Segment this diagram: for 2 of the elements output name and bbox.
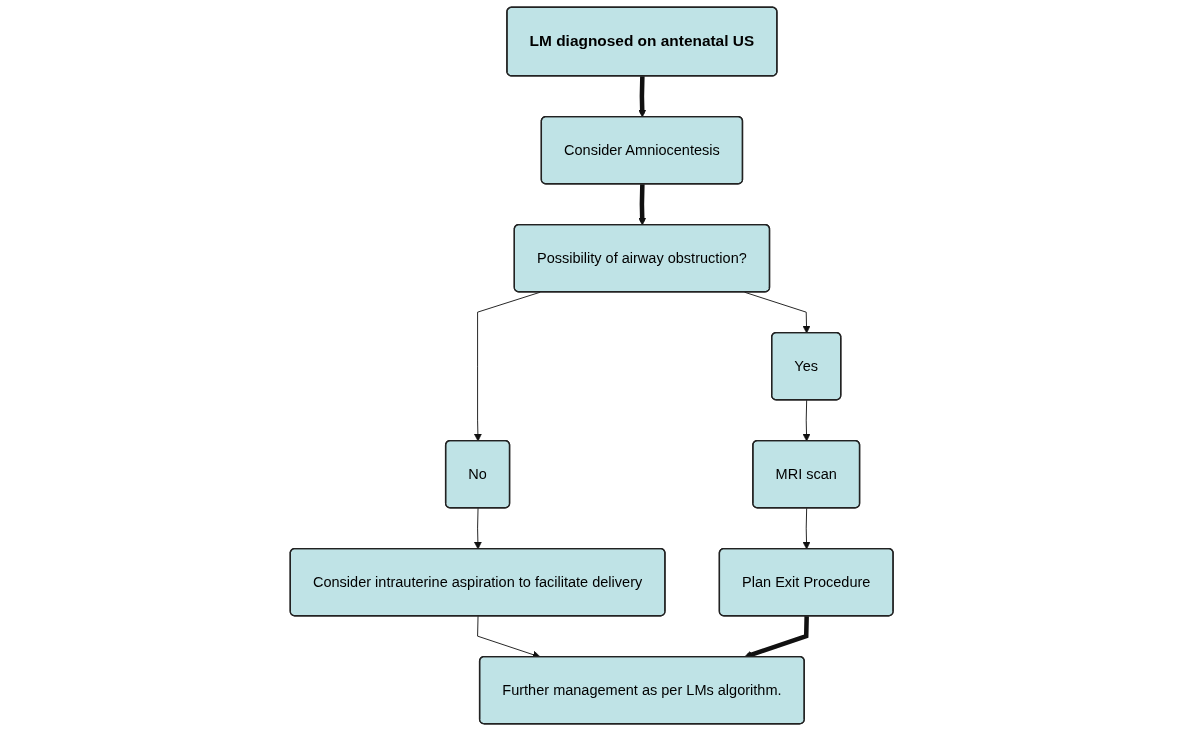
arrow xyxy=(638,184,647,226)
arrow xyxy=(638,76,647,118)
